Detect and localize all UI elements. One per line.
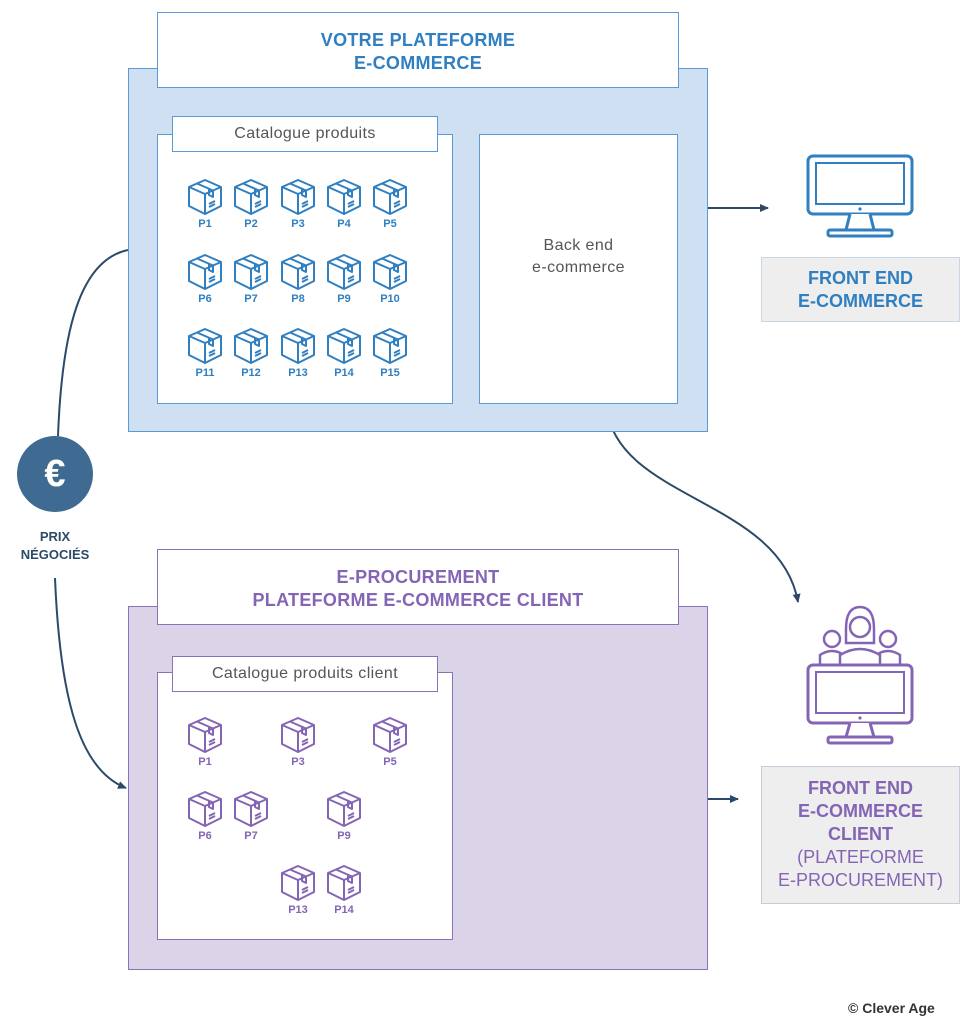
product-label: P3 [291,756,305,768]
fe-client-line5: E-PROCUREMENT) [778,870,943,890]
product-item: P1 [185,716,225,768]
product-label: P1 [198,756,212,768]
eproc-title-line1: E-PROCUREMENT [336,567,500,587]
product-item: P12 [231,327,271,379]
product-item: P6 [185,253,225,305]
catalogue-label: Catalogue produits [172,116,438,152]
product-label: P11 [195,367,215,379]
product-label: P13 [288,367,308,379]
product-item: P3 [278,178,318,230]
negotiated-prices-label: PRIX NÉGOCIÉS [5,528,105,564]
product-item: P7 [231,790,271,842]
product-item: P4 [324,178,364,230]
product-item: P3 [278,716,318,768]
product-item: P5 [370,716,410,768]
product-label: P9 [337,293,351,305]
product-item: P2 [231,178,271,230]
client-catalogue-label: Catalogue produits client [172,656,438,692]
product-item: P13 [278,327,318,379]
backend-box: Back end e-commerce [479,134,678,404]
product-label: P10 [380,293,400,305]
product-label: P5 [383,218,397,230]
front-end-box: FRONT END E-COMMERCE [761,257,960,322]
product-label: P8 [291,293,305,305]
copyright: © Clever Age [848,1000,935,1016]
arrow-euro-eproc [54,577,127,789]
fe-client-line4: (PLATEFORME [797,847,924,867]
client-users-monitor-icon [806,605,914,745]
product-label: P1 [198,218,212,230]
monitor-icon [806,154,914,238]
product-label: P15 [380,367,400,379]
product-label: P5 [383,756,397,768]
product-label: P14 [334,904,354,916]
product-item: P6 [185,790,225,842]
product-item: P8 [278,253,318,305]
backend-line2: e-commerce [532,259,625,276]
product-label: P14 [334,367,354,379]
fe-client-line2: E-COMMERCE [798,801,923,821]
product-item: P7 [231,253,271,305]
backend-line1: Back end [543,237,614,254]
eprocurement-title: E-PROCUREMENT PLATEFORME E-COMMERCE CLIE… [157,549,679,625]
platform-title: VOTRE PLATEFORME E-COMMERCE [157,12,679,88]
platform-title-line1: VOTRE PLATEFORME [320,30,516,50]
product-label: P6 [198,830,212,842]
product-item: P9 [324,253,364,305]
eproc-title-line2: PLATEFORME E-COMMERCE CLIENT [252,590,584,610]
product-item: P10 [370,253,410,305]
product-item: P14 [324,327,364,379]
product-label: P7 [244,830,258,842]
product-label: P7 [244,293,258,305]
product-item: P1 [185,178,225,230]
prix-line2: NÉGOCIÉS [20,547,90,562]
fe-client-line3: CLIENT [828,824,893,844]
line-platform-euro [57,249,129,437]
product-item: P9 [324,790,364,842]
product-item: P13 [278,864,318,916]
euro-icon: € [17,436,93,512]
product-label: P12 [241,367,261,379]
product-item: P11 [185,327,225,379]
prix-line1: PRIX [39,529,71,544]
product-item: P15 [370,327,410,379]
front-end-line2: E-COMMERCE [798,291,923,311]
product-item: P5 [370,178,410,230]
platform-title-line2: E-COMMERCE [354,53,482,73]
product-label: P6 [198,293,212,305]
product-label: P9 [337,830,351,842]
front-end-line1: FRONT END [808,268,913,288]
product-label: P4 [337,218,351,230]
arrow-backend-eproc [604,409,801,603]
product-label: P13 [288,904,308,916]
fe-client-line1: FRONT END [808,778,913,798]
product-label: P3 [291,218,305,230]
product-item: P14 [324,864,364,916]
product-label: P2 [244,218,258,230]
front-end-client-box: FRONT END E-COMMERCE CLIENT (PLATEFORME … [761,766,960,904]
